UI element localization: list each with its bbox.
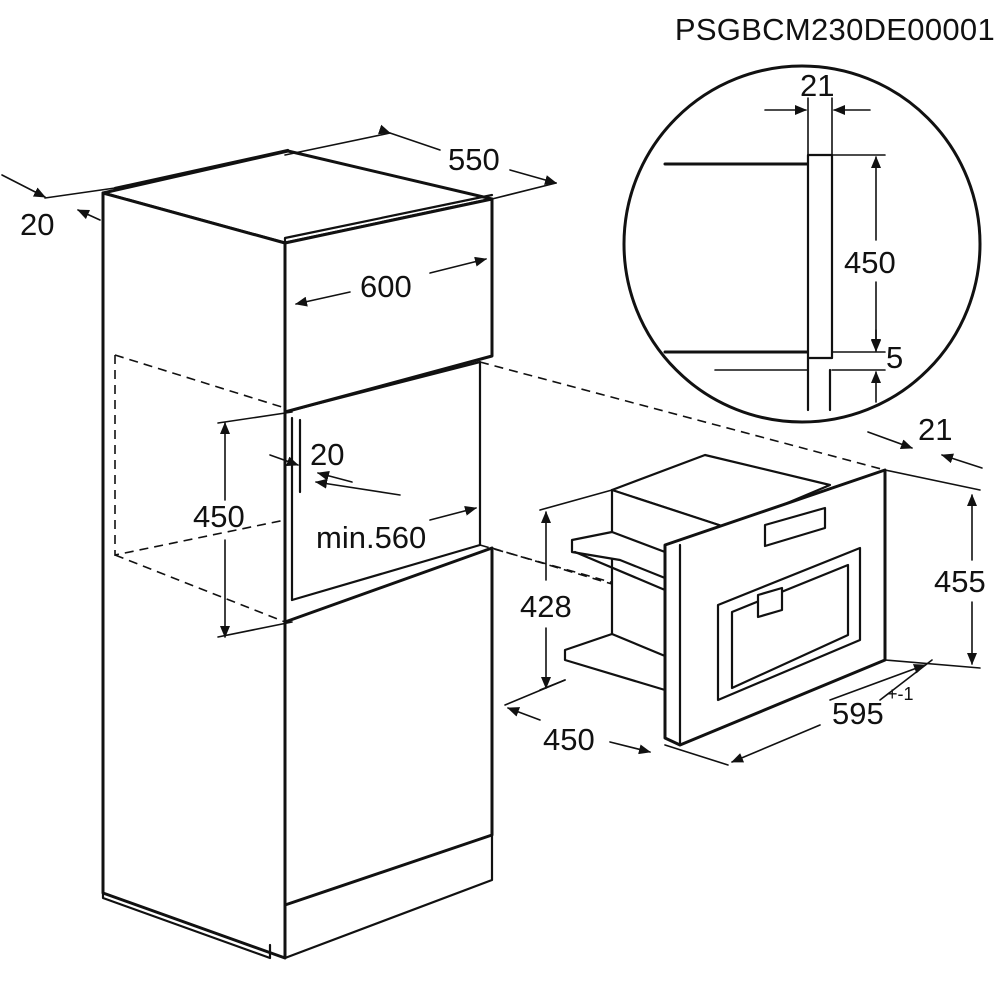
dim-min-depth-arrow-right	[429, 505, 477, 521]
dim-detail-width-label: 21	[800, 68, 834, 103]
cabinet-upper-front	[283, 197, 494, 414]
dim-side-arrow-right	[77, 209, 101, 221]
dim-app-depth-label: 450	[543, 722, 595, 757]
dim-niche-gap-label: 20	[310, 437, 344, 472]
cabinet-plinth	[101, 891, 272, 960]
top-edge-front	[283, 193, 494, 245]
detail-frame-profile	[806, 153, 834, 360]
dim-niche-height-ext-top	[217, 411, 293, 424]
dim-width-ext-left	[664, 744, 729, 766]
dim-app-width-arrow-right	[829, 664, 926, 701]
cabinet-plinth-front	[283, 833, 494, 960]
appliance-dispenser-inner	[730, 563, 850, 690]
dim-depth-label: 550	[448, 142, 500, 177]
dim-app-depth-arrow-right	[609, 741, 651, 755]
detail-circle	[622, 64, 982, 424]
dim-depth-ext-right	[491, 182, 557, 200]
dim-niche-gap-arrow-right	[317, 470, 353, 483]
detail-view: 21 450 5	[622, 64, 982, 424]
appliance-dispenser-opening	[716, 546, 862, 702]
dim-body-height-label: 428	[520, 589, 572, 624]
dim-frame-depth-arrow-left	[867, 431, 913, 449]
dim-min-depth-arrow-left	[315, 478, 401, 496]
dim-front-height-ext-bottom	[884, 659, 981, 669]
dim-side-ext	[44, 187, 116, 199]
dim-app-width-tolerance: +-1	[887, 684, 914, 704]
dim-niche-gap-arrow-left	[269, 454, 299, 467]
dim-depth-arrow-left	[377, 124, 441, 151]
cabinet-left-front	[101, 191, 287, 960]
dim-side-panel-label: 20	[20, 207, 54, 242]
dashed-top-right	[479, 361, 886, 471]
dim-front-height-label: 455	[934, 564, 986, 599]
dim-niche-height-ext-bottom	[217, 621, 293, 638]
dim-width-arrow-left	[295, 291, 351, 307]
dim-depth-arrow-right	[509, 169, 557, 185]
dashed-bottom-left	[114, 554, 286, 623]
dim-body-height-ext-top	[539, 489, 613, 511]
cabinet	[101, 148, 494, 960]
appliance-dimensions: 21 455 428 595 +-1 450	[504, 412, 986, 766]
appliance-spout	[756, 586, 784, 619]
drawing-code: PSGBCM230DE00001	[675, 12, 995, 47]
dim-min-depth-label: min.560	[316, 520, 426, 555]
dim-side-arrow-left	[1, 174, 46, 198]
dim-width-arrow-right	[429, 256, 487, 274]
appliance-tray-shadow	[573, 550, 667, 592]
niche-back-edge	[283, 360, 482, 602]
dim-detail-gap-label: 5	[886, 340, 903, 375]
dim-app-depth-arrow-left	[507, 707, 541, 721]
dim-detail-height-label: 450	[844, 245, 896, 280]
dim-depth-ext-left	[284, 132, 391, 156]
dim-app-width-label: 595	[832, 696, 884, 731]
dim-frame-depth-label: 21	[918, 412, 952, 447]
coffee-machine	[563, 453, 887, 747]
dim-niche-height-label: 450	[193, 499, 245, 534]
cabinet-dimensions: 20 550 600 450 20 min.560	[1, 124, 557, 638]
dim-width-label: 600	[360, 269, 412, 304]
dim-front-height-ext-top	[884, 469, 981, 491]
cabinet-lower-front	[283, 546, 494, 907]
dim-app-width-arrow-left	[731, 724, 821, 763]
top-edge	[113, 148, 290, 190]
dim-frame-depth-arrow-right	[941, 453, 983, 469]
appliance-control-panel	[763, 506, 827, 548]
dim-app-depth-ext-left	[504, 679, 566, 706]
